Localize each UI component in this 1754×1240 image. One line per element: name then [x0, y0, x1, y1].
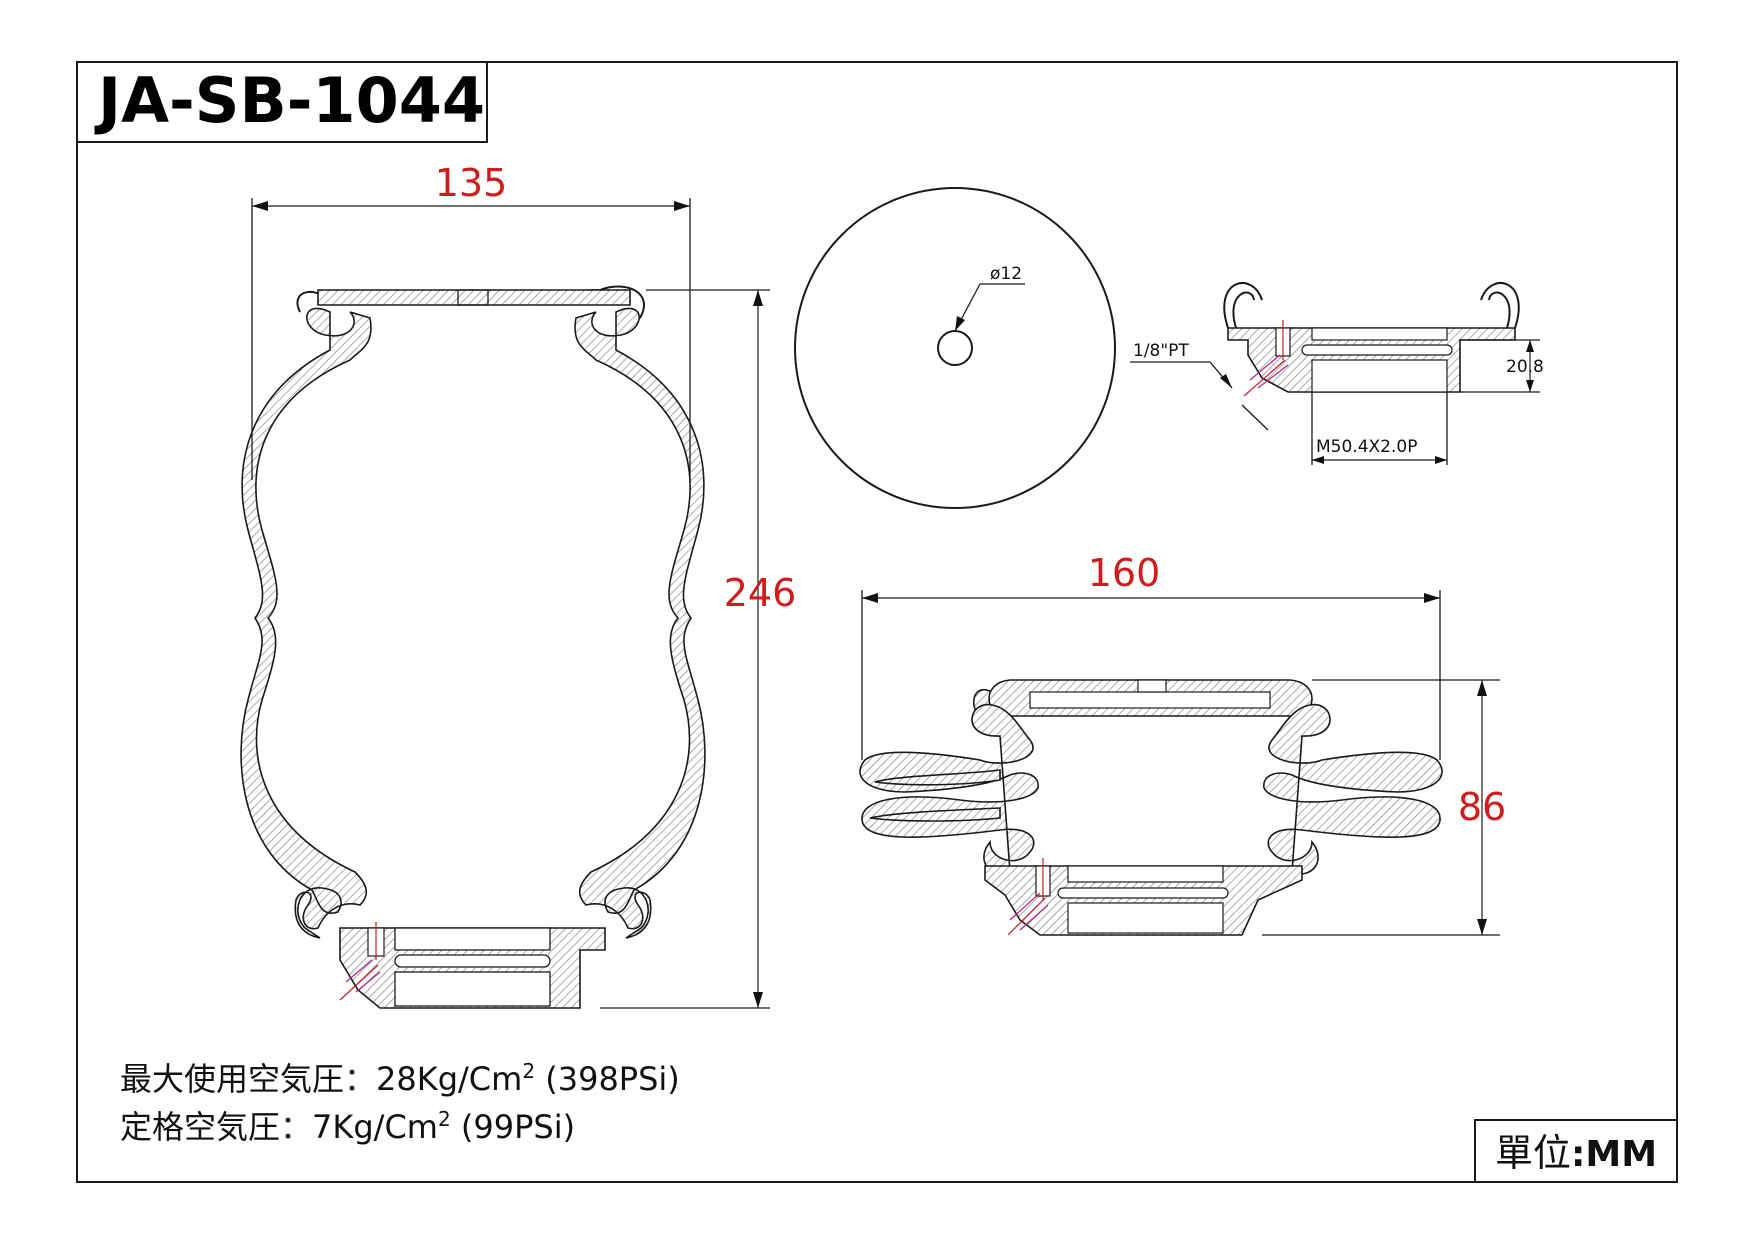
bellows-right-wall	[574, 307, 706, 939]
hole-diameter-dim: ø12	[990, 264, 1022, 284]
title-block: JA-SB-1044	[76, 61, 488, 143]
unit-label: 單位:MM	[1495, 1131, 1657, 1175]
max-pressure-note: 最大使用空気圧：28Kg/Cm2 (398PSi)	[120, 1059, 680, 1098]
bellows-width-dim: 135	[435, 161, 508, 205]
top-view: ø12	[794, 187, 1116, 509]
bellows-height-dim: 246	[724, 571, 797, 615]
port-thread-label: 1/8"PT	[1133, 341, 1189, 361]
fitting-detail-view: 1/8"PT 20.8 M50.4X2.0P	[1130, 282, 1544, 465]
compressed-height-dim: 86	[1458, 785, 1506, 829]
drawing-border	[76, 61, 1678, 1183]
double-bellows-view: 135 246	[240, 161, 797, 1009]
thread-size-label: M50.4X2.0P	[1316, 437, 1417, 457]
pressure-notes: 最大使用空気圧：28Kg/Cm2 (398PSi) 定格空気圧：7Kg/Cm2 …	[120, 1059, 680, 1146]
rated-pressure-note: 定格空気圧：7Kg/Cm2 (99PSi)	[120, 1107, 575, 1146]
fitting-height-dim: 20.8	[1506, 357, 1544, 377]
bellows-left-wall	[240, 307, 372, 939]
compressed-bellows-view: 160 86	[859, 551, 1506, 936]
unit-box: 單位:MM	[1474, 1119, 1678, 1183]
part-number: JA-SB-1044	[94, 64, 485, 137]
compressed-width-dim: 160	[1088, 551, 1161, 595]
